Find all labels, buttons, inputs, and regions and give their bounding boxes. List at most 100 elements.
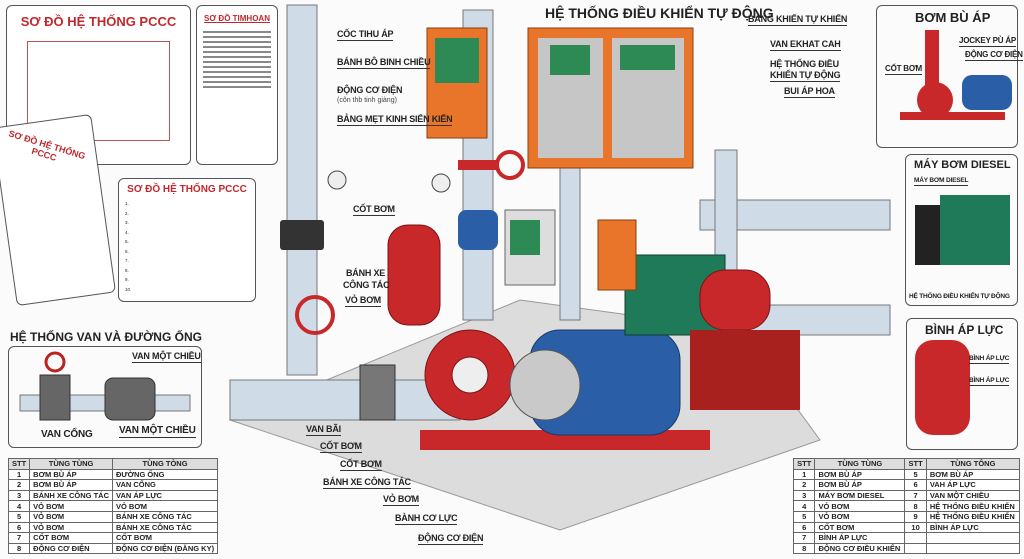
table-cell: ĐỘNG CƠ ĐIỀU KHIỂN: [814, 542, 906, 555]
poster-title: SƠ ĐỒ HỆ THỐNG PCCC: [20, 14, 177, 29]
table-cell: 2: [7, 479, 31, 491]
notice-list: 1. 2. 3. 4. 5. 6. 7. 8. 9. 10.: [125, 199, 249, 294]
table-cell: 7: [7, 532, 31, 544]
notice-item: 8.: [125, 267, 129, 273]
table-cell: ĐƯỜNG ỐNG: [112, 468, 219, 481]
diesel-pump: [699, 269, 771, 331]
label-check-valve-2: VAN MỘT CHIỀU: [119, 425, 196, 438]
pressure-gauge-icon: [431, 173, 451, 193]
poster-title: SƠ ĐỒ HỆ THỐNG PCCC: [7, 128, 87, 163]
label-motor: ĐỘNG CƠ ĐIỆN: [965, 50, 1023, 61]
vertical-pipe: [286, 4, 318, 376]
valve-section-title: HỆ THỐNG VAN VÀ ĐƯỜNG ỐNG: [10, 330, 202, 344]
poster-title: SƠ ĐỒ TIMHOAN: [204, 14, 270, 23]
label-casing: VỎ BƠM: [345, 295, 381, 307]
table-cell: 6: [904, 479, 927, 491]
label-gate-valve: VAN CỔNG: [41, 429, 93, 440]
table-cell: MÁY BƠM DIESEL: [814, 489, 906, 502]
label-bottom: BÀNH CƠ LỰC: [395, 513, 458, 525]
table-cell: 6: [792, 521, 816, 534]
label-tank: BÌNH ÁP LỰC: [969, 355, 1010, 364]
label-engine: MÁY BƠM DIESEL: [914, 177, 969, 186]
table-cell: 8: [7, 542, 31, 555]
label-bottom: BÁNH XE CÔNG TÁC: [323, 477, 411, 489]
panel-title: MÁY BƠM DIESEL: [914, 159, 1011, 171]
table-cell: [925, 532, 1021, 544]
table-cell: CỐT BƠM: [112, 532, 219, 544]
poster-text-lines: [203, 31, 271, 88]
label-bottom: VAN BÃI: [306, 424, 341, 436]
notice-item: 1.: [125, 201, 129, 206]
diesel-engine: [940, 195, 1010, 265]
table-cell: BÁNH XE CÔNG TÁC: [29, 489, 114, 502]
table-cell: 5: [792, 510, 816, 523]
table-cell: VỎ BƠM: [29, 521, 114, 534]
notice-item: 4.: [125, 229, 129, 235]
handwheel-icon: [495, 150, 525, 180]
label-motor-note: (côn thb tinh giàng): [337, 97, 397, 104]
table-cell: CỐT BƠM: [29, 532, 114, 544]
circuit-board: [620, 45, 675, 70]
circuit-board: [550, 45, 590, 75]
label-motor: ĐỘNG CƠ ĐIỆN: [337, 85, 403, 95]
table-cell: CỐT BƠM: [814, 521, 906, 534]
table-cell: 8: [904, 500, 927, 512]
horizontal-pipe: [229, 379, 461, 421]
label-pressure: BUI ÁP HOA: [784, 86, 835, 98]
handwheel-icon: [44, 351, 66, 373]
table-cell: 9: [904, 510, 927, 523]
label-impeller: BÁNH XE: [346, 268, 386, 278]
gate-valve: [39, 374, 71, 421]
table-cell: VAN CỔNG: [112, 479, 219, 491]
table-cell: BƠM BÙ ÁP: [29, 468, 114, 481]
table-cell: ĐỘNG CƠ ĐIỆN (ĐĂNG KY): [112, 542, 219, 555]
pressure-tank-panel: BÌNH ÁP LỰC BÌNH ÁP LỰC BÌNH ÁP LỰC: [906, 318, 1018, 450]
valve-section-panel: VAN MỘT CHIỀU VAN CỔNG VAN MỘT CHIỀU: [8, 346, 202, 448]
label-impeller-2: CÔNG TÁC: [343, 280, 390, 290]
notice-item: 9.: [125, 277, 129, 282]
table-cell: BƠM BÙ ÁP: [814, 468, 906, 481]
table-cell: 2: [792, 479, 816, 491]
jockey-pump: [917, 82, 953, 118]
label-bottom: VỎ BƠM: [383, 494, 419, 506]
table-cell: 1: [792, 468, 816, 481]
table-cell: VỎ BƠM: [814, 500, 906, 512]
col-header: TÙNG TÙNG: [814, 458, 906, 470]
table-cell: 5: [904, 468, 927, 481]
gate-valve: [359, 364, 396, 421]
poster-pccc-notice: SƠ ĐỒ HỆ THỐNG PCCC 1. 2. 3. 4. 5. 6. 7.…: [118, 178, 256, 302]
label-tank-2: BÌNH ÁP LỰC: [969, 377, 1010, 386]
notice-item: 10.: [125, 286, 132, 292]
table-cell: 5: [7, 510, 31, 523]
table-cell: BƠM BÙ ÁP: [814, 479, 906, 491]
flange: [458, 160, 498, 170]
table-cell: 3: [7, 489, 31, 502]
notice-item: 3.: [125, 220, 129, 225]
table-cell: 7: [904, 489, 927, 502]
check-valve: [104, 377, 156, 421]
table-cell: [925, 542, 1021, 555]
table-cell: HỆ THỐNG ĐIỀU KHIỂN: [925, 510, 1021, 523]
circuit-board: [435, 38, 479, 83]
col-header: TÙNG TÔNG: [925, 458, 1021, 470]
label-indicator-panel: BẢNG MẸT KINH SIẾN KIẾN: [337, 114, 453, 126]
table-cell: BÁNH XE CÔNG TÁC: [112, 521, 219, 534]
valve-body: [280, 220, 324, 250]
jockey-frame: [900, 112, 1005, 120]
table-cell: VAN ÁP LỰC: [112, 489, 219, 502]
label-valve: VAN EKHAT CAH: [770, 39, 841, 51]
label-control: HỆ THỐNG ĐIỀU KHIỂN TỰ ĐỘNG: [909, 293, 1010, 300]
table-cell: ĐỘNG CƠ ĐIỆN: [29, 542, 114, 555]
control-cabinet: [597, 219, 637, 291]
